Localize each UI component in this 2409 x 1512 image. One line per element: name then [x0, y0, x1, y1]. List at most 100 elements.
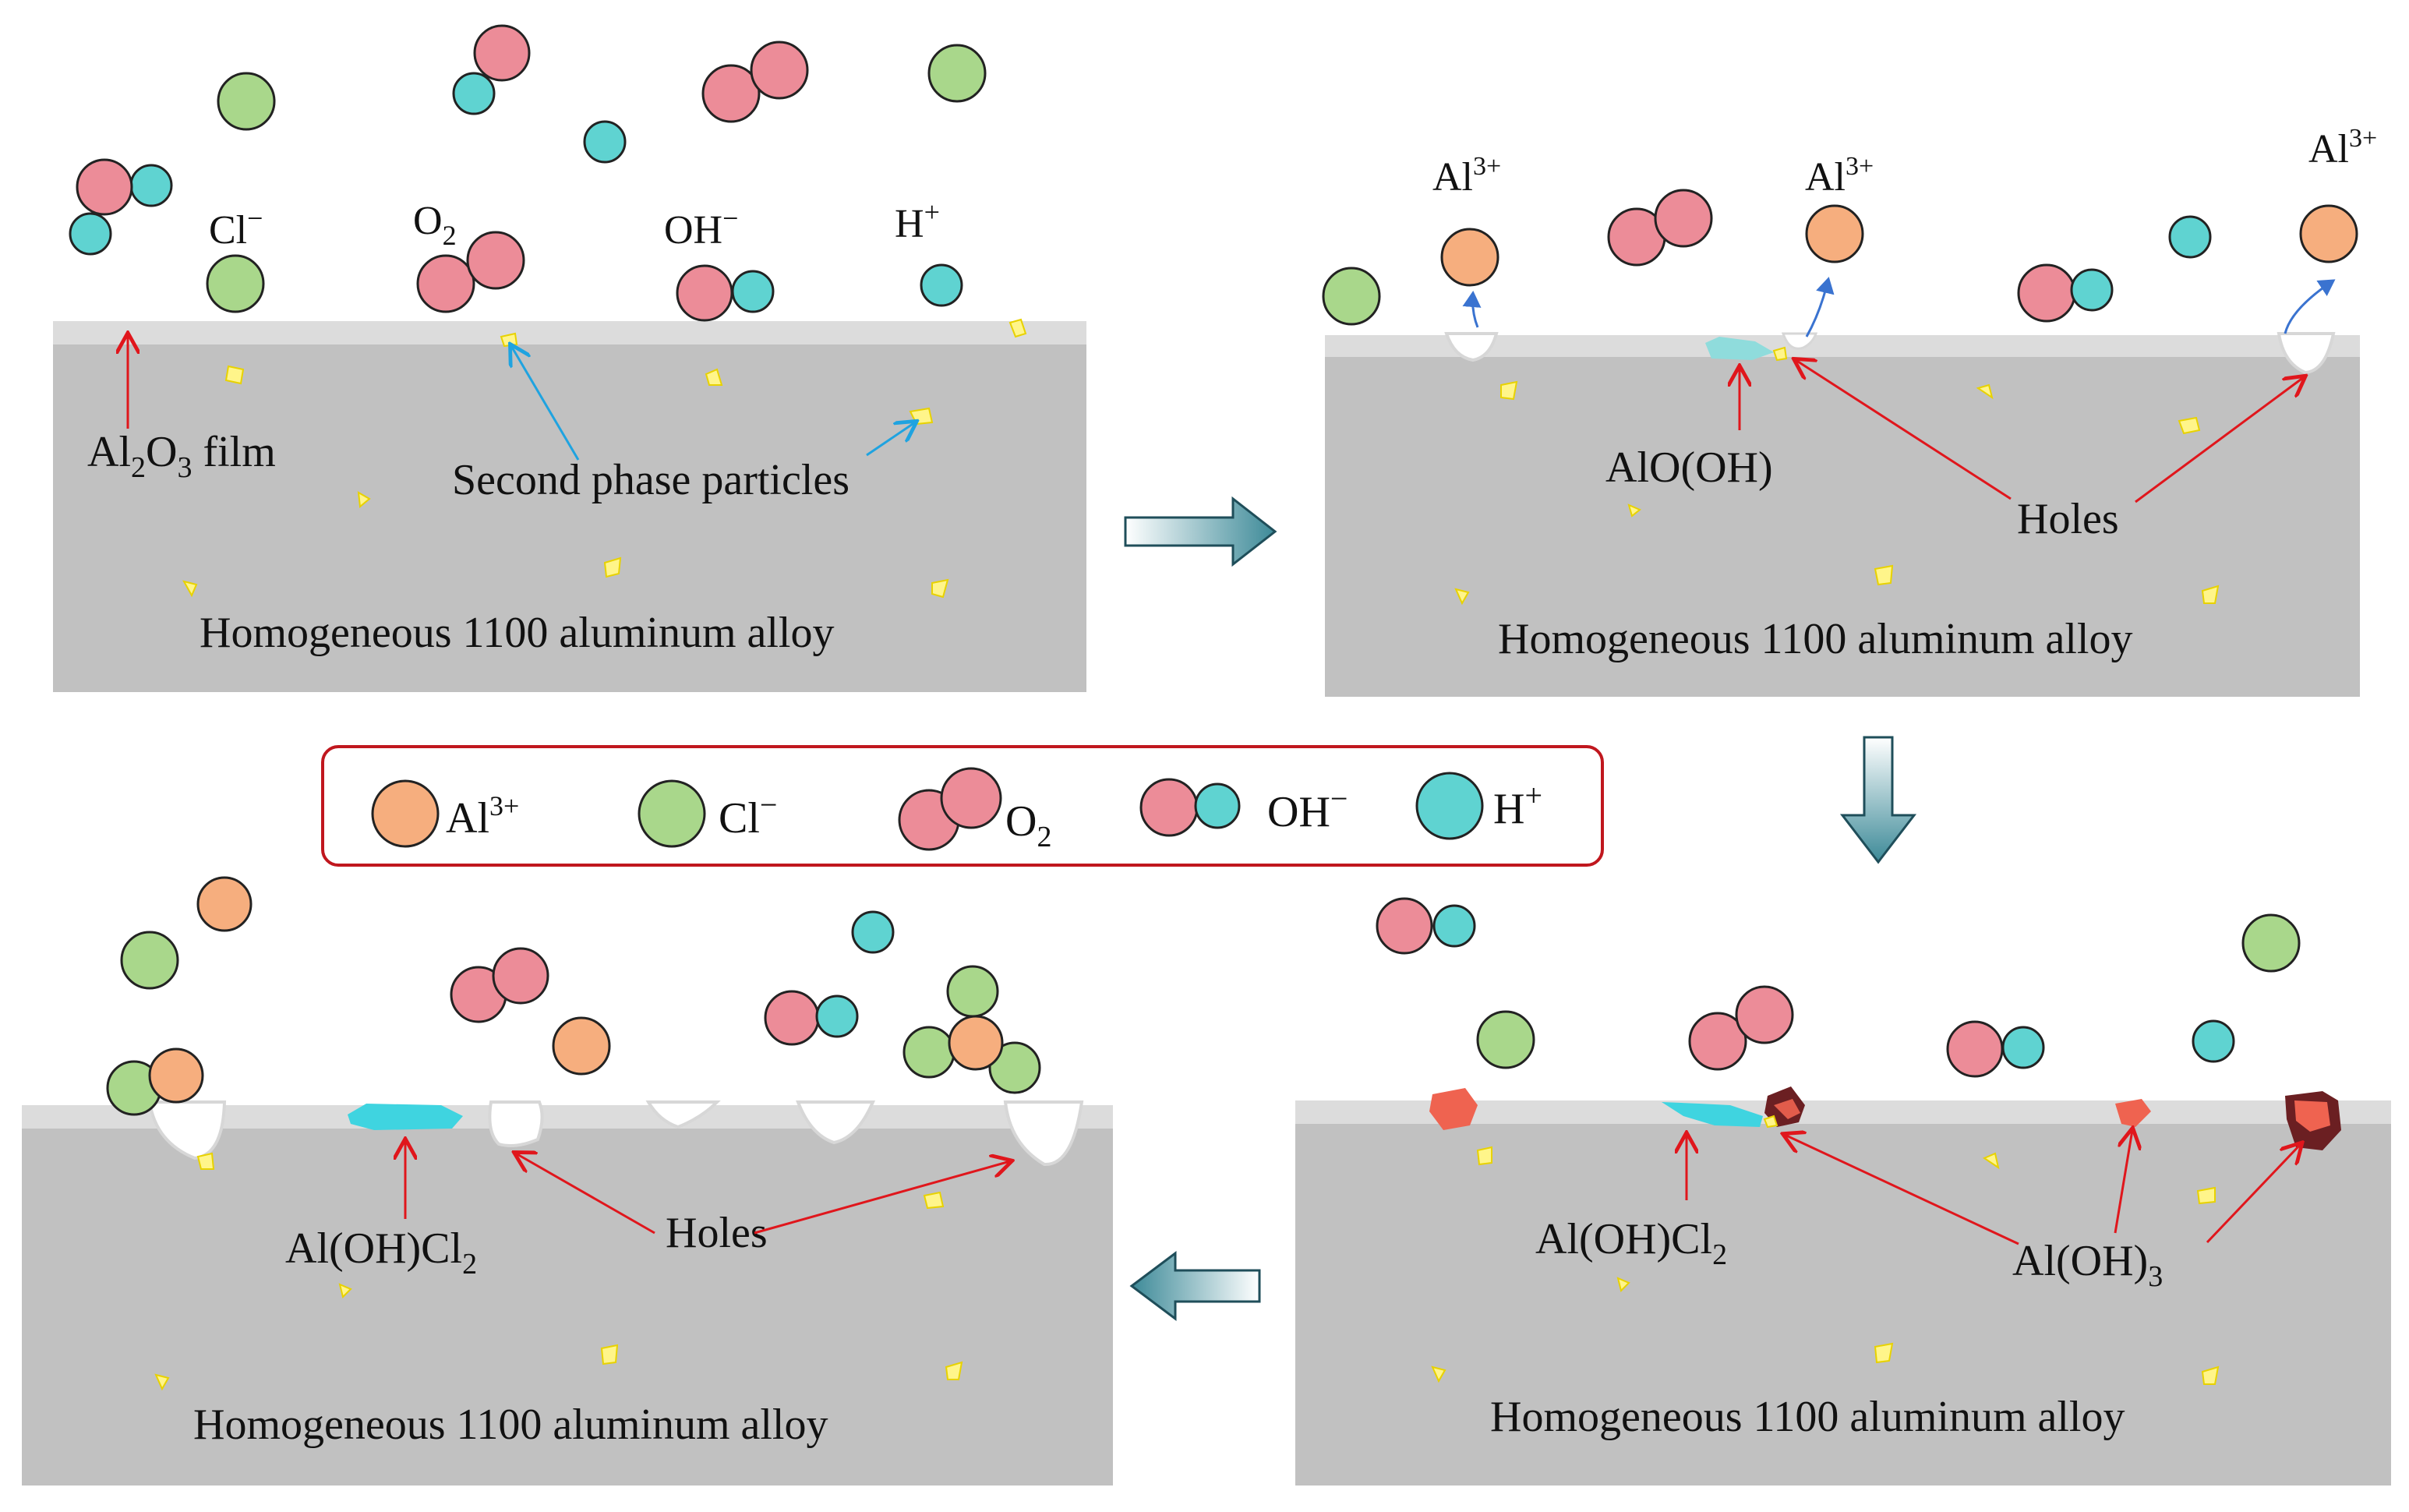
o-atom: [473, 24, 531, 82]
particle: [600, 1344, 619, 1365]
legend-oh-label: OH−: [1267, 781, 1348, 836]
particle: [923, 1191, 945, 1210]
cl-ion: [988, 1041, 1041, 1094]
hole-pointer-arrow: [2135, 377, 2304, 503]
particle: [2196, 1186, 2216, 1205]
particle: [1772, 346, 1788, 362]
cl-ion: [217, 72, 276, 131]
hole: [1003, 1100, 1084, 1167]
o-atom: [466, 231, 525, 290]
aloh2cl-label: Al(OH)Cl2: [285, 1224, 477, 1281]
aloh3-pointer-arrow: [2206, 1144, 2301, 1244]
particle: [931, 578, 949, 599]
particle: [196, 1152, 215, 1170]
aloh3-pointer-arrow: [1785, 1135, 2019, 1245]
al3-label: Al3+: [1432, 152, 1501, 200]
panel-pitting: Al(OH)Cl2 Holes Homogeneous 1100 aluminu…: [22, 876, 1113, 1486]
h-ion: [2001, 1026, 2045, 1069]
particle: [1476, 1146, 1492, 1166]
panel3-labels: Al(OH)Cl2 Al(OH)3 Homogeneous 1100 alumi…: [1490, 1215, 2163, 1441]
particle: [603, 556, 622, 578]
panel2-labels: Al3+ Al3+ Al3+ AlO(OH) Holes Homogeneous…: [1432, 124, 2377, 663]
aloh3-pointer-arrow: [2114, 1130, 2132, 1234]
oxide-film: [1325, 335, 2360, 357]
second-phase-particles: [1454, 380, 2220, 606]
panel-initial: Cl− O2 OH− H+ Al2O3 film Second phase pa…: [53, 24, 1086, 692]
particle: [338, 1283, 352, 1298]
alooh-label: AlO(OH): [1605, 443, 1773, 492]
aloh3-deposit: [2294, 1100, 2330, 1132]
aloh3-label: Al(OH)3: [2012, 1237, 2163, 1293]
alloy-label: Homogeneous 1100 aluminum alloy: [193, 1401, 828, 1449]
particle: [705, 368, 723, 386]
second-phase-particles: [154, 1152, 963, 1391]
o-atom: [1946, 1020, 2004, 1078]
panel-dissolution: Al3+ Al3+ Al3+ AlO(OH) Holes Homogeneous…: [1322, 124, 2377, 697]
holes-label: Holes: [666, 1209, 768, 1257]
alloy-block: [53, 341, 1086, 692]
ions-panel3: [1376, 897, 2301, 1078]
holes-label: Holes: [2017, 495, 2119, 543]
legend-o-icon: [1139, 778, 1199, 837]
particle: [1874, 1342, 1894, 1364]
h-ion: [2192, 1019, 2235, 1063]
hole-pointer-arrow: [1796, 360, 2012, 500]
particle-pointer-arrow: [511, 346, 580, 461]
o-atom: [676, 264, 733, 322]
o-atom: [764, 990, 820, 1046]
h-ion: [452, 72, 496, 115]
particle: [945, 1361, 963, 1380]
panel1-labels: Cl− O2 OH− H+ Al2O3 film Second phase pa…: [87, 196, 940, 657]
aloh2cl-deposit: [1662, 1102, 1763, 1127]
hole: [1444, 332, 1499, 362]
h-ion: [2070, 268, 2114, 312]
cl-ion: [927, 44, 987, 103]
al3-label: Al3+: [1805, 152, 1874, 200]
particle: [2201, 1365, 2220, 1385]
particle: [1874, 564, 1894, 586]
h-ion: [920, 263, 963, 307]
flow-arrow-right: [1124, 496, 1277, 567]
particle: [357, 491, 371, 508]
cl-ion: [2241, 913, 2301, 973]
cl-ion: [946, 965, 999, 1018]
hole: [2277, 332, 2336, 375]
o-atom: [1376, 897, 1433, 955]
particle: [1008, 318, 1027, 338]
particle: [2178, 416, 2201, 435]
legend-al3-icon: [371, 779, 440, 848]
legend-al3-label: Al3+: [446, 790, 519, 843]
hole-pointer-arrow: [516, 1153, 655, 1235]
h-ion: [1432, 904, 1476, 948]
hole: [147, 1100, 227, 1160]
o-atom: [492, 947, 549, 1005]
h-ion: [69, 212, 112, 256]
ions-panel4: [106, 876, 1041, 1116]
aloh3-deposit: [2115, 1099, 2151, 1127]
legend: Al3+ Cl− O2 OH− H+: [321, 745, 1604, 867]
particle: [1982, 1152, 2000, 1170]
escape-arrow: [1805, 277, 1835, 337]
alloy-label: Homogeneous 1100 aluminum alloy: [200, 609, 835, 657]
hole: [488, 1100, 544, 1147]
oxide-film: [1295, 1100, 2391, 1124]
oxide-film: [53, 321, 1086, 344]
particle: [2201, 585, 2220, 604]
al-escape-arrows: [1462, 277, 2336, 337]
escape-arrow: [2284, 279, 2336, 334]
particle: [1454, 588, 1470, 606]
al3-ion: [196, 876, 253, 932]
legend-o2-label: O2: [1005, 797, 1051, 853]
cl-ion: [206, 254, 265, 313]
legend-cl-icon: [638, 779, 706, 848]
escape-arrow: [1462, 291, 1482, 328]
h-ion: [815, 994, 859, 1038]
o-atom: [416, 254, 475, 313]
aloh3-deposit: [1774, 1099, 1800, 1119]
film-label: Al2O3 film: [87, 428, 276, 484]
particle: [1976, 383, 1994, 400]
cl-ion: [902, 1026, 955, 1079]
h-ion: [731, 270, 775, 313]
alloy-label: Homogeneous 1100 aluminum alloy: [1498, 615, 2133, 663]
